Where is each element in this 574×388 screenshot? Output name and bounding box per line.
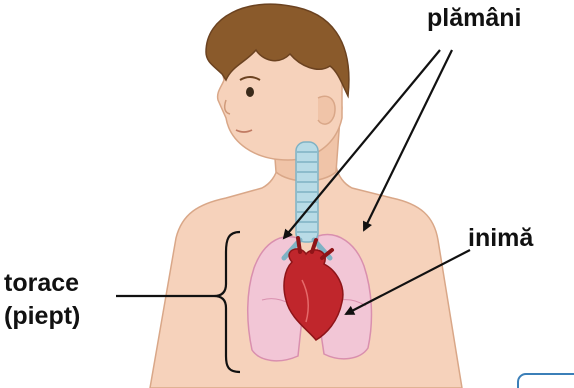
label-lungs: plămâni	[427, 4, 521, 33]
head-illustration	[206, 4, 349, 160]
label-chest: (piept)	[4, 302, 80, 331]
corner-button-fragment	[518, 374, 574, 388]
label-heart: inimă	[468, 224, 533, 253]
label-thorax: torace	[4, 269, 79, 298]
